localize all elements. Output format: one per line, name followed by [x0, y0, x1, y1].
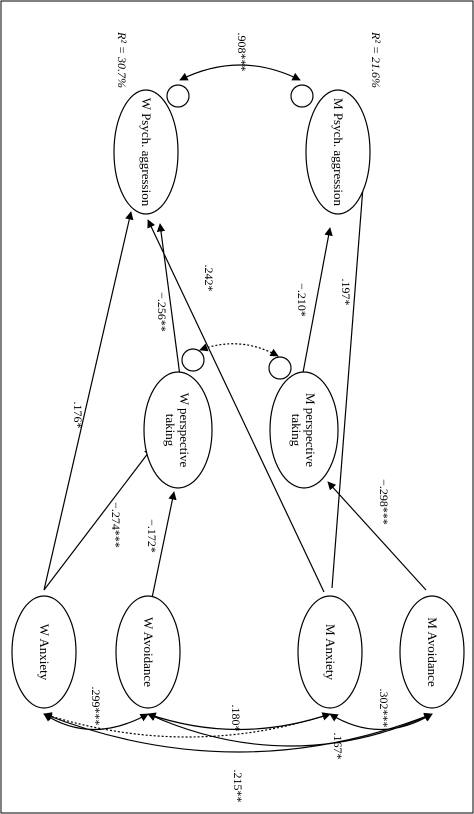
node-m-avoidance-shape — [399, 595, 465, 709]
node-m-perspective-taking: M perspective taking — [269, 371, 339, 489]
node-m-avoidance-label: M Avoidance — [425, 617, 440, 687]
psych-correlation-arc — [179, 64, 301, 81]
node-w-avoidance-shape — [115, 595, 181, 709]
node-w-persp-label-2: taking — [163, 414, 178, 447]
node-w-anxiety: W Anxiety — [11, 595, 77, 709]
node-w-psych-aggression: W Psych. aggression — [113, 89, 179, 215]
node-w-avoidance: W Avoidance — [115, 595, 181, 709]
coef-mavoid-mpersp: −.298*** — [377, 479, 391, 525]
node-m-persp-label-2: taking — [289, 414, 304, 447]
node-m-psych-label: M Psych. aggression — [331, 98, 346, 206]
path-wanx-wpersp — [43, 447, 153, 591]
corr-wanx-mavoid — [43, 712, 433, 753]
r2-m-psych: R² = 21.6% — [369, 31, 383, 88]
coef-wanx-wpersp: −.274*** — [109, 502, 123, 548]
node-w-persp-shape — [143, 371, 213, 489]
residual-w-perspective — [181, 348, 205, 372]
coef-mpersp-mpsych: −.210* — [295, 283, 309, 317]
node-m-anxiety-shape — [297, 595, 363, 709]
node-m-persp-shape — [269, 371, 339, 489]
node-m-psych-aggression: M Psych. aggression — [305, 89, 371, 215]
r2-w-psych: R² = 30.7% — [115, 31, 129, 88]
path-wpersp-wpsych — [156, 223, 181, 377]
residual-w-psych — [166, 84, 190, 108]
corr-wavoid-mavoid — [147, 713, 433, 747]
node-m-anxiety-label: M Anxiety — [323, 624, 338, 680]
coef-wavoid-wpersp: −.172* — [145, 519, 159, 553]
path-wavoid-wpersp — [151, 491, 177, 599]
coef-wavoid-mavoid: .167* — [331, 733, 345, 760]
node-m-psych-shape — [305, 89, 371, 215]
node-w-anxiety-shape — [11, 595, 77, 709]
coef-psych-correlation: .908*** — [235, 33, 249, 72]
node-w-perspective-taking: W perspective taking — [143, 371, 213, 489]
node-w-psych-label: W Psych. aggression — [139, 98, 154, 207]
node-m-avoidance: M Avoidance — [399, 595, 465, 709]
path-wanx-wpsych — [43, 211, 134, 591]
coef-manx-wpsych: .242* — [202, 265, 216, 292]
coef-manx-mpsych: .197* — [339, 279, 353, 306]
coef-wanx-mavoid: .215** — [231, 770, 245, 803]
coef-wpersp-wpsych: −.256** — [155, 292, 169, 332]
path-manx-mpsych — [331, 147, 370, 589]
node-w-psych-shape — [113, 89, 179, 215]
coef-manx-mavoid: .302*** — [377, 689, 391, 728]
residual-m-psych — [290, 84, 314, 108]
coef-wavoid-manx: .180* — [229, 705, 243, 732]
node-w-anxiety-label: W Anxiety — [37, 624, 52, 681]
node-m-persp-label-1: M perspective — [303, 393, 318, 467]
path-mavoid-mpersp — [327, 481, 427, 591]
path-manx-wpsych — [147, 219, 325, 593]
node-m-anxiety: M Anxiety — [297, 595, 363, 709]
coef-wanx-wpsych: .176* — [71, 402, 85, 429]
path-mpersp-mpsych — [301, 227, 333, 379]
corr-wanx-manx — [43, 712, 331, 738]
node-w-persp-label-1: W perspective — [177, 393, 192, 468]
coef-wanx-wavoid: .299*** — [89, 687, 103, 726]
node-w-avoidance-label: W Avoidance — [141, 617, 156, 687]
residual-m-perspective — [268, 356, 292, 380]
